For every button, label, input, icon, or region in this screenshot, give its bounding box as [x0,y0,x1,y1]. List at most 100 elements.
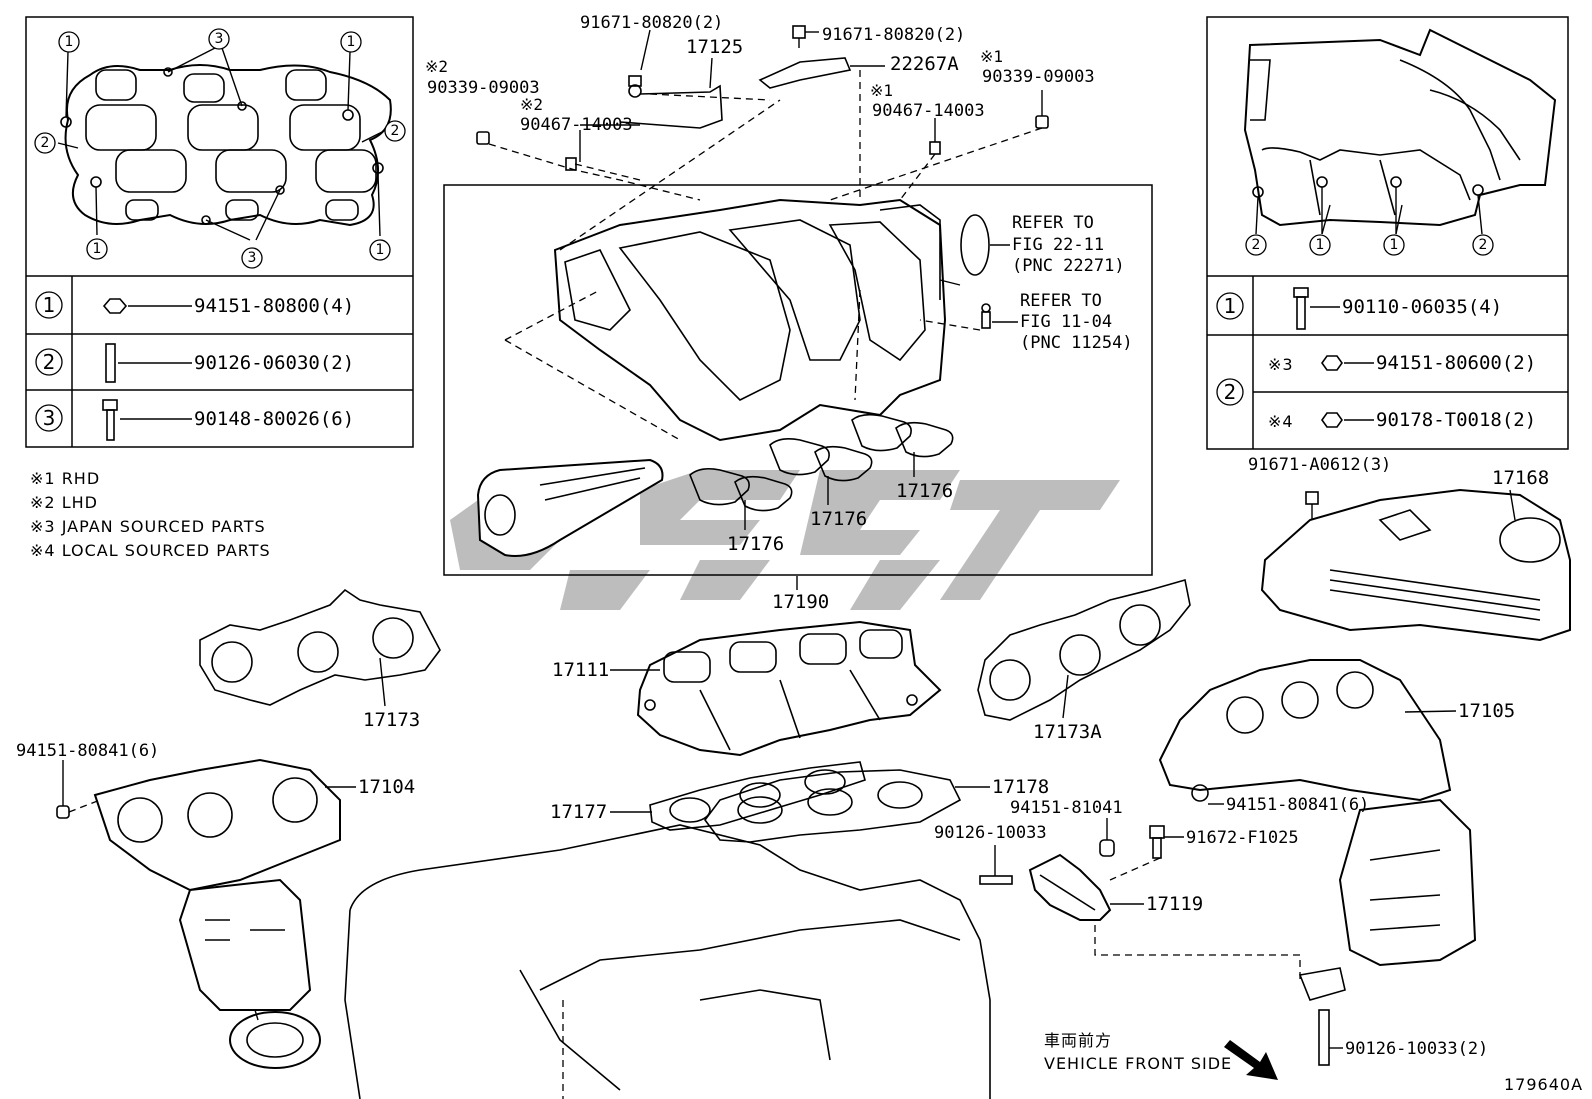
vehicle-front-label-jp: 車両前方 [1044,1031,1112,1050]
right-inset: 2 1 1 2 1 90110-06035(4) 2 ※3 94151-8060… [1206,16,1569,450]
refer-fig-22-11-line1: REFER TO [1012,213,1094,233]
left-table-row-3: 3 90148-80026(6) [35,399,354,441]
label-17176-b: 17176 [810,508,867,530]
svg-text:2: 2 [1252,237,1261,253]
part-number-90126-06030: 90126-06030(2) [194,352,354,374]
gaskets-17176-drawing [689,413,954,512]
label-17190: 17190 [772,591,829,613]
mark-lhd-b: ※2 [520,95,543,114]
svg-text:※3: ※3 [1268,355,1294,374]
exhaust-manifold-17104-drawing [56,758,341,1069]
svg-text:1: 1 [1316,237,1325,253]
label-17176-c: 17176 [896,480,953,502]
left-inset: 1 3 1 2 2 1 3 1 1 94151-80800(4) 2 90126… [25,16,414,448]
mark-rhd-b: ※1 [870,81,893,100]
left-table-row-1: 1 94151-80800(4) [35,291,354,319]
svg-text:※1 RHD: ※1 RHD [30,469,100,488]
label-17173a: 17173A [1033,721,1102,743]
figure-id: 179640A [1504,1075,1583,1094]
label-91671-80820-right: 91671-80820(2) [822,25,965,45]
refer-fig-22-11-line2: FIG 22-11 [1012,235,1104,255]
intake-plenum-rear-drawing [1243,28,1557,235]
svg-text:※4 LOCAL SOURCED PARTS: ※4 LOCAL SOURCED PARTS [30,541,271,560]
refer-fig-22-11-line3: (PNC 22271) [1012,256,1125,276]
svg-text:3: 3 [43,406,56,430]
label-17173: 17173 [363,709,420,731]
svg-text:2: 2 [43,350,56,374]
label-90126-10033-right: 90126-10033(2) [1345,1039,1488,1059]
right-table-row-1: 1 90110-06035(4) [1216,287,1502,330]
part-number-90110-06035: 90110-06035(4) [1342,296,1502,318]
label-90126-10033: 90126-10033 [934,823,1047,843]
gasket-17177-drawing [649,761,866,831]
heat-insulator-17168-drawing [1260,488,1571,642]
part-number-90148-80026: 90148-80026(6) [194,408,354,430]
gasket-17178-drawing [704,769,962,843]
gasket-17173-drawing [199,588,441,706]
svg-text:1: 1 [376,242,385,258]
engine-block-outline [344,824,991,1099]
label-17177: 17177 [550,801,607,823]
part-labels: 91671-80820(2) 17125 91671-80820(2) 2226… [16,13,1583,1094]
part-number-94151-80600: 94151-80600(2) [1376,352,1536,374]
intake-gasket-drawing [57,47,392,241]
mark-lhd-a: ※2 [425,57,448,76]
refer-fig-11-04-line1: REFER TO [1020,291,1102,311]
label-90339-09003-lhd: 90339-09003 [427,78,540,98]
label-17178: 17178 [992,776,1049,798]
refer-fig-11-04-line3: (PNC 11254) [1020,333,1133,353]
intake-manifold-box [443,99,1153,576]
svg-text:※4: ※4 [1268,412,1294,431]
refer-fig-11-04-line2: FIG 11-04 [1020,312,1112,332]
label-94151-80841-left: 94151-80841(6) [16,741,159,761]
label-94151-80841-right: 94151-80841(6) [1226,795,1369,815]
right-inset-callouts: 2 1 1 2 [1245,234,1494,256]
part-number-90178-T0018: 90178-T0018(2) [1376,409,1536,431]
svg-text:3: 3 [248,250,257,266]
throttle-cover-drawing [476,458,664,557]
label-17125: 17125 [686,36,743,58]
intake-plenum-drawing [553,198,991,442]
vehicle-front-arrow [1224,1040,1278,1080]
svg-text:3: 3 [215,31,224,47]
gasket-17173a-drawing [977,578,1191,721]
label-90339-09003-rhd: 90339-09003 [982,67,1095,87]
svg-text:1: 1 [93,241,102,257]
svg-text:1: 1 [65,34,74,50]
right-table-row-2: 2 ※3 94151-80600(2) ※4 90178-T0018(2) [1216,352,1536,431]
vehicle-front-label-en: VEHICLE FRONT SIDE [1044,1054,1232,1073]
label-17105: 17105 [1458,700,1515,722]
intake-manifold-lower-drawing [636,620,942,757]
svg-text:1: 1 [1390,237,1399,253]
bracket-17119-drawing [979,825,1301,980]
svg-text:1: 1 [43,293,56,317]
left-inset-callouts: 1 3 1 2 2 1 3 1 [34,28,406,269]
label-17168: 17168 [1492,467,1549,489]
label-17111: 17111 [552,659,609,681]
exhaust-manifold-17105-drawing [1158,659,1477,1066]
label-90467-14003-lhd: 90467-14003 [520,115,633,135]
label-91671-a0612: 91671-A0612(3) [1248,455,1391,475]
svg-text:※3 JAPAN SOURCED PARTS: ※3 JAPAN SOURCED PARTS [30,517,266,536]
label-91672-f1025: 91672-F1025 [1186,828,1299,848]
left-table-row-2: 2 90126-06030(2) [35,343,354,383]
label-90467-14003-rhd: 90467-14003 [872,101,985,121]
label-94151-81041: 94151-81041 [1010,798,1123,818]
top-fasteners [476,25,1049,201]
svg-text:2: 2 [391,123,400,139]
label-22267a: 22267A [890,53,959,75]
svg-text:※2 LHD: ※2 LHD [30,493,98,512]
label-17119: 17119 [1146,893,1203,915]
part-number-94151-80800: 94151-80800(4) [194,295,354,317]
svg-text:2: 2 [1224,380,1237,404]
svg-text:1: 1 [347,34,356,50]
mark-rhd-a: ※1 [980,47,1003,66]
svg-text:2: 2 [41,135,50,151]
legend-notes: ※1 RHD ※2 LHD ※3 JAPAN SOURCED PARTS ※4 … [30,469,271,560]
svg-text:2: 2 [1479,237,1488,253]
label-17176-a: 17176 [727,533,784,555]
svg-text:1: 1 [1224,294,1237,318]
label-91671-80820-left: 91671-80820(2) [580,13,723,33]
label-17104: 17104 [358,776,415,798]
